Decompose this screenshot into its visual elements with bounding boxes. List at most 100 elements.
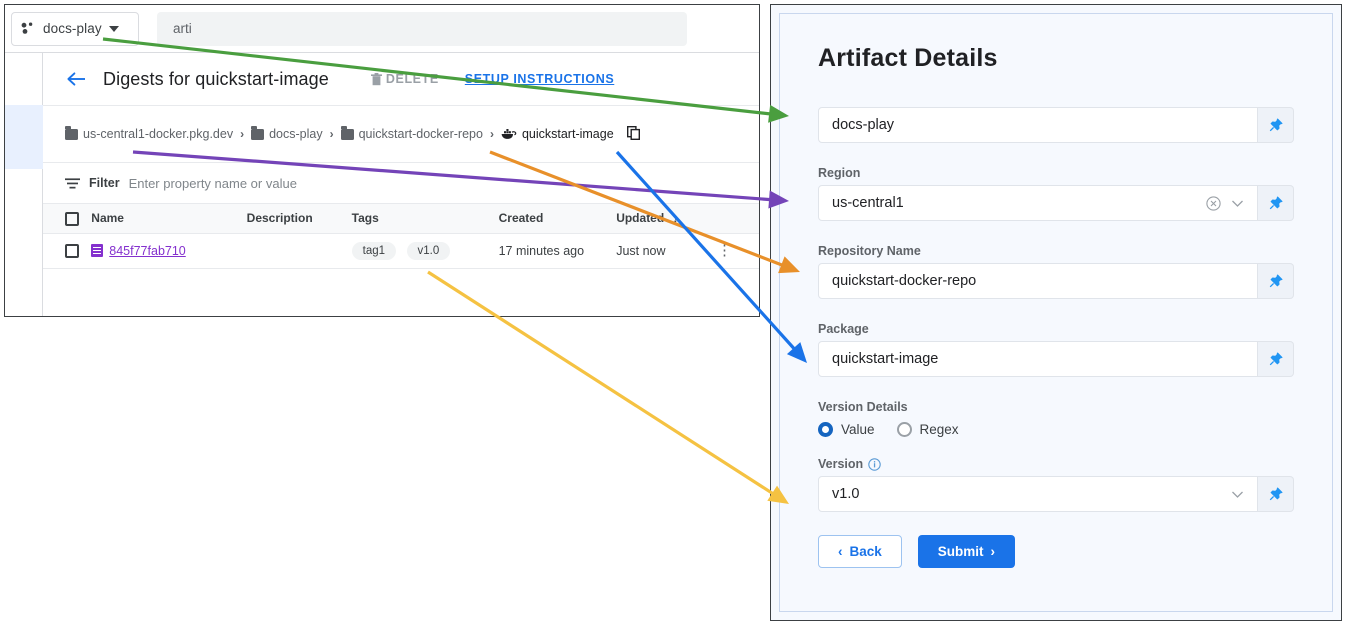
version-label-text: Version — [818, 457, 864, 471]
folder-icon — [65, 126, 78, 140]
version-details-radio-group: Value Regex — [818, 422, 1294, 437]
docker-whale-icon — [501, 129, 517, 139]
repository-name-label: Repository Name — [818, 244, 921, 258]
breadcrumb-separator: › — [489, 127, 494, 141]
tag-chip[interactable]: tag1 — [351, 241, 397, 260]
image-icon — [91, 244, 104, 258]
field-group-version: Version v1.0 — [818, 457, 1294, 512]
console-topbar: docs-play arti — [5, 5, 759, 53]
filter-input[interactable]: Enter property name or value — [128, 175, 297, 191]
version-input-value: v1.0 — [832, 486, 860, 502]
search-input[interactable]: arti — [157, 11, 687, 46]
field-group-region: Region us-central1 — [818, 166, 1294, 221]
row-select-cell — [43, 233, 92, 269]
form-buttons: ‹ Back Submit › — [818, 535, 1294, 568]
submit-button-label: Submit — [937, 544, 984, 559]
page-header-actions: DELETE SETUP INSTRUCTIONS — [370, 72, 615, 86]
gcp-console-window: docs-play arti Digests for quickstart-im… — [4, 4, 760, 317]
row-checkbox[interactable] — [65, 244, 79, 259]
back-button-label: Back — [849, 544, 882, 559]
pin-icon[interactable] — [1258, 185, 1294, 221]
console-content: Digests for quickstart-image DELETE SETU… — [43, 53, 759, 316]
breadcrumb-item-project[interactable]: docs-play — [251, 126, 323, 141]
radio-regex[interactable]: Regex — [896, 422, 959, 437]
breadcrumb-separator: › — [329, 127, 334, 141]
breadcrumb: us-central1-docker.pkg.dev › docs-play ›… — [43, 106, 759, 163]
column-header-updated[interactable]: Updated ↓ — [616, 204, 717, 234]
pin-icon[interactable] — [1258, 263, 1294, 299]
sidebar-active-highlight[interactable] — [5, 105, 43, 169]
breadcrumb-item-registry[interactable]: us-central1-docker.pkg.dev — [65, 126, 234, 141]
version-input[interactable]: v1.0 — [818, 476, 1258, 512]
console-body: Digests for quickstart-image DELETE SETU… — [5, 53, 759, 316]
region-input-value: us-central1 — [832, 195, 904, 211]
table-row[interactable]: 845f77fab710 tag1 v1.0 17 minutes ago Ju… — [43, 233, 759, 269]
radio-value[interactable]: Value — [818, 422, 875, 437]
radio-regex-label: Regex — [919, 422, 959, 437]
folder-icon — [340, 126, 354, 140]
filter-icon[interactable] — [65, 177, 80, 190]
back-button[interactable]: ‹ Back — [818, 535, 902, 568]
region-label: Region — [818, 166, 861, 180]
row-updated-cell: Just now — [616, 233, 717, 269]
column-header-name[interactable]: Name — [91, 204, 247, 234]
copy-icon[interactable] — [626, 125, 640, 143]
radio-dot-icon — [896, 422, 912, 437]
kebab-menu-icon[interactable]: ⋮ — [716, 242, 732, 260]
chevron-down-icon[interactable] — [1231, 199, 1244, 208]
tag-chip[interactable]: v1.0 — [406, 241, 451, 260]
mini-sidebar — [5, 53, 43, 316]
breadcrumb-item-repository[interactable]: quickstart-docker-repo — [340, 126, 483, 141]
select-all-checkbox[interactable] — [65, 211, 79, 226]
clear-icon[interactable] — [1206, 195, 1221, 211]
row-menu-cell: ⋮ — [716, 233, 759, 269]
column-header-description[interactable]: Description — [246, 204, 352, 234]
info-icon[interactable] — [868, 457, 881, 471]
field-group-repository-name: Repository Name quickstart-docker-repo — [818, 244, 1294, 299]
digest-link[interactable]: 845f77fab710 — [109, 243, 186, 258]
arrow-down-icon: ↓ — [672, 211, 679, 226]
google-cloud-project-icon — [21, 22, 33, 34]
breadcrumb-item-package[interactable]: quickstart-image — [501, 127, 614, 141]
chevron-down-icon[interactable] — [1231, 490, 1244, 499]
filter-bar: Filter Enter property name or value — [43, 163, 759, 204]
delete-button[interactable]: DELETE — [370, 72, 439, 86]
digests-table: Name Description Tags Created Updated ↓ — [43, 204, 759, 269]
column-header-created[interactable]: Created — [498, 204, 617, 234]
project-input[interactable]: docs-play — [818, 107, 1258, 143]
package-label: Package — [818, 322, 869, 336]
package-input[interactable]: quickstart-image — [818, 341, 1258, 377]
pin-icon[interactable] — [1258, 107, 1294, 143]
artifact-details-title: Artifact Details — [818, 44, 998, 72]
repository-name-input[interactable]: quickstart-docker-repo — [818, 263, 1258, 299]
radio-value-label: Value — [841, 422, 875, 437]
submit-button[interactable]: Submit › — [917, 535, 1016, 568]
project-picker-label: docs-play — [43, 21, 102, 36]
pin-icon[interactable] — [1258, 341, 1294, 377]
search-input-value: arti — [173, 21, 192, 36]
region-input[interactable]: us-central1 — [818, 185, 1258, 221]
artifact-details-panel: Artifact Details docs-play Region us-cen… — [770, 4, 1342, 621]
package-input-value: quickstart-image — [832, 351, 939, 367]
artifact-details-inner: Artifact Details docs-play Region us-cen… — [779, 13, 1333, 612]
page-title: Digests for quickstart-image — [103, 68, 329, 89]
back-arrow-icon[interactable] — [65, 68, 87, 90]
filter-label: Filter — [89, 176, 120, 190]
delete-label: DELETE — [385, 72, 439, 86]
row-tags-cell: tag1 v1.0 — [351, 233, 499, 269]
radio-dot-selected-icon — [818, 422, 833, 437]
pin-icon[interactable] — [1258, 476, 1294, 512]
breadcrumb-separator: › — [240, 127, 245, 141]
trash-icon — [370, 72, 382, 85]
project-input-value: docs-play — [832, 117, 895, 133]
setup-instructions-link[interactable]: SETUP INSTRUCTIONS — [464, 72, 615, 86]
breadcrumb-label: us-central1-docker.pkg.dev — [83, 127, 234, 141]
column-header-updated-label: Updated — [616, 211, 665, 226]
row-description-cell — [246, 233, 352, 269]
project-picker[interactable]: docs-play — [11, 11, 139, 46]
column-header-tags[interactable]: Tags — [351, 204, 499, 234]
version-label: Version — [818, 457, 1294, 471]
select-all-header — [43, 204, 92, 234]
table-header-row: Name Description Tags Created Updated ↓ — [43, 204, 759, 234]
field-group-project: docs-play — [818, 107, 1294, 143]
